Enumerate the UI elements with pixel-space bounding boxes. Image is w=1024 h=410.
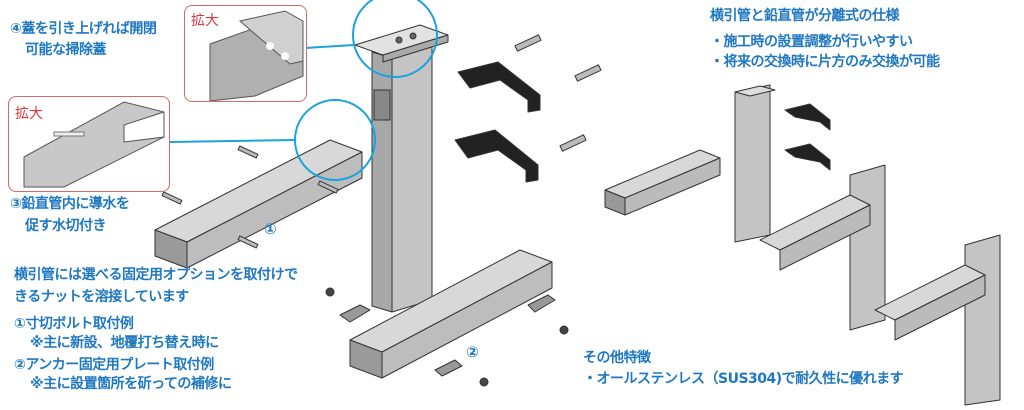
other-features-title: その他特徴 — [583, 350, 651, 366]
options-note-line1: 横引管には選べる固定用オプションを取付けで — [14, 267, 298, 283]
lid-callout-line2: 可能な掃除蓋 — [25, 42, 107, 58]
horizontal-pipe-1 — [154, 139, 363, 269]
option-2: ②アンカー固定用プレート取付例 — [14, 357, 214, 373]
option-2-note: ※主に設置箇所を斫っての補修に — [30, 376, 232, 392]
spec-title: 横引管と鉛直管が分離式の仕様 — [710, 8, 900, 24]
option-1-note: ※主に新設、地覆打ち替え時に — [30, 335, 219, 351]
marker-one: ① — [264, 220, 277, 238]
drip-callout-line2: 促す水切付き — [25, 218, 107, 234]
options-note-line2: きるナットを溶接しています — [14, 289, 189, 305]
zoom-inset-lid: 拡大 — [184, 5, 307, 102]
zoom-inset-drip: 拡大 — [8, 96, 170, 192]
drip-closeup — [23, 101, 165, 188]
zoom-label: 拡大 — [191, 13, 219, 29]
horizontal-pipe-2 — [349, 249, 553, 379]
marker-two: ② — [466, 343, 479, 361]
separated-assembly — [604, 84, 1001, 406]
anchor-plates — [325, 287, 569, 387]
vertical-post — [354, 24, 449, 313]
other-features-bullet: ・オールステンレス（SUS304)で耐久性に優れます — [583, 371, 904, 387]
zoom-callouts — [169, 0, 438, 181]
zoom-label: 拡大 — [15, 106, 43, 122]
lid-closeup — [209, 10, 304, 101]
spec-bullet-2: ・将来の交換時に片方のみ交換が可能 — [710, 54, 940, 70]
option-1: ①寸切ボルト取付例 — [14, 316, 134, 332]
drip-callout-line1: ③鉛直管内に導水を — [10, 196, 130, 212]
lid-callout-line1: ④蓋を引き上げれば開閉 — [10, 21, 157, 37]
anchor-brackets — [454, 61, 541, 183]
bolts — [161, 34, 602, 249]
spec-bullet-1: ・施工時の設置調整が行いやすい — [710, 34, 913, 50]
